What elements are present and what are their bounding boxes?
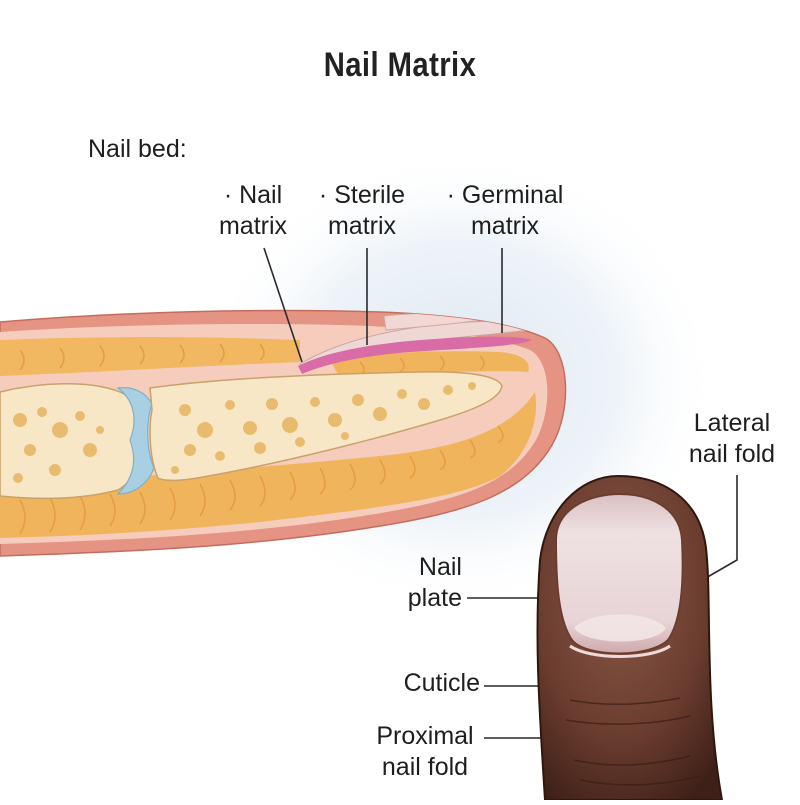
distal-phalanx-bone xyxy=(149,371,503,482)
lateral-nail-fold-label: Lateral nail fold xyxy=(688,409,776,468)
finger-cross-section xyxy=(0,309,567,557)
sterile-matrix-label: · Sterile matrix xyxy=(318,181,406,240)
lunula xyxy=(574,614,666,642)
lower-fat-layer xyxy=(0,392,537,538)
finger-exterior-view xyxy=(536,474,724,801)
nail-matrix-pointer xyxy=(263,247,303,363)
cuticle-label: Cuticle xyxy=(403,669,480,697)
cuticle-edge xyxy=(569,644,671,658)
upper-fat-layer xyxy=(0,337,300,376)
proximal-nail-fold-label: Proximal nail fold xyxy=(376,722,474,781)
nail-matrix-label: · Nail matrix xyxy=(218,181,288,240)
germinal-matrix-label: · Germinal matrix xyxy=(446,181,564,240)
page-title: Nail Matrix xyxy=(323,46,477,84)
nail-plate-label: Nail plate xyxy=(407,553,462,612)
nail-plate-exterior xyxy=(554,492,684,655)
nail-bed-section xyxy=(298,336,532,374)
nail-bed-label: Nail bed: xyxy=(88,135,187,163)
